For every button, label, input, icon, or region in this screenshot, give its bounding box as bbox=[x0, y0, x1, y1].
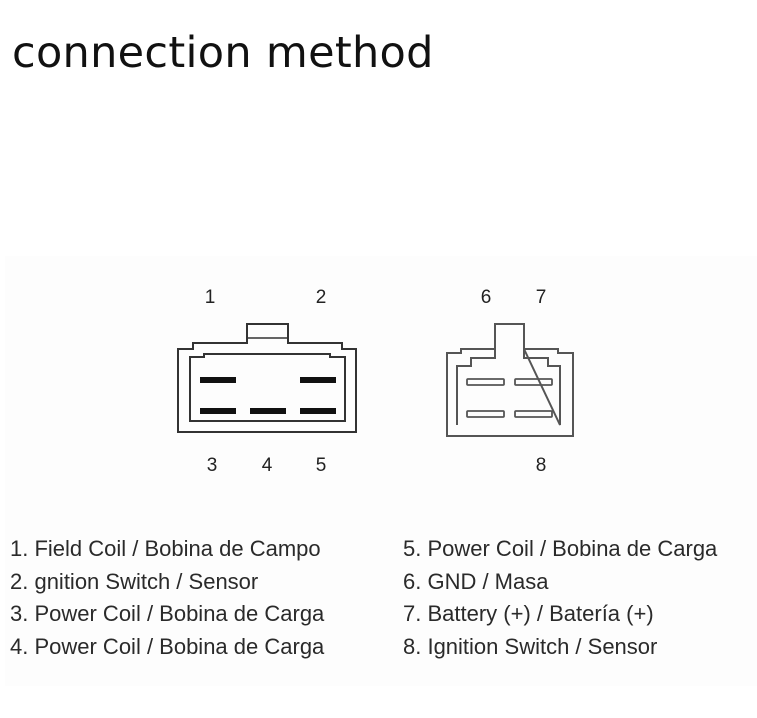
pin-label-1: 1 bbox=[205, 287, 216, 308]
legend-item: 3. Power Coil / Bobina de Carga bbox=[10, 601, 325, 626]
left-connector bbox=[177, 323, 357, 433]
page-title: connection method bbox=[12, 28, 434, 78]
pin-5 bbox=[300, 408, 336, 414]
pin-8a bbox=[466, 410, 505, 418]
diagram-panel bbox=[5, 256, 757, 686]
pin-7 bbox=[514, 378, 553, 386]
legend-left: 1. Field Coil / Bobina de Campo 2. gniti… bbox=[10, 533, 324, 663]
pin-3 bbox=[200, 408, 236, 414]
pin-label-3: 3 bbox=[207, 455, 218, 476]
legend-item: 7. Battery (+) / Batería (+) bbox=[403, 601, 654, 626]
left-connector-housing bbox=[177, 323, 357, 433]
legend-item: 8. Ignition Switch / Sensor bbox=[403, 633, 658, 659]
pin-2 bbox=[300, 377, 336, 383]
pin-6 bbox=[466, 378, 505, 386]
pin-4 bbox=[250, 408, 286, 414]
left-connector-inner bbox=[189, 353, 346, 422]
legend-item: 1. Field Coil / Bobina de Campo bbox=[10, 536, 321, 561]
legend-item: 2. gnition Switch / Sensor bbox=[10, 568, 259, 594]
right-connector-housing bbox=[446, 323, 574, 437]
pin-1 bbox=[200, 377, 236, 383]
right-connector-inner bbox=[456, 348, 561, 426]
legend-item: 4. Power Coil / Bobina de Carga bbox=[10, 633, 325, 659]
pin-label-7: 7 bbox=[536, 287, 547, 308]
right-connector bbox=[446, 323, 574, 437]
pin-label-5: 5 bbox=[316, 455, 327, 476]
legend-item: 5. Power Coil / Bobina de Carga bbox=[403, 536, 718, 561]
legend-item: 6. GND / Masa bbox=[403, 568, 549, 594]
pin-label-8: 8 bbox=[536, 455, 547, 476]
pin-8b bbox=[514, 410, 553, 418]
pin-label-4: 4 bbox=[262, 455, 273, 476]
pin-label-2: 2 bbox=[316, 287, 327, 308]
legend-right: 5. Power Coil / Bobina de Carga 6. GND /… bbox=[403, 533, 717, 663]
pin-label-6: 6 bbox=[481, 287, 492, 308]
